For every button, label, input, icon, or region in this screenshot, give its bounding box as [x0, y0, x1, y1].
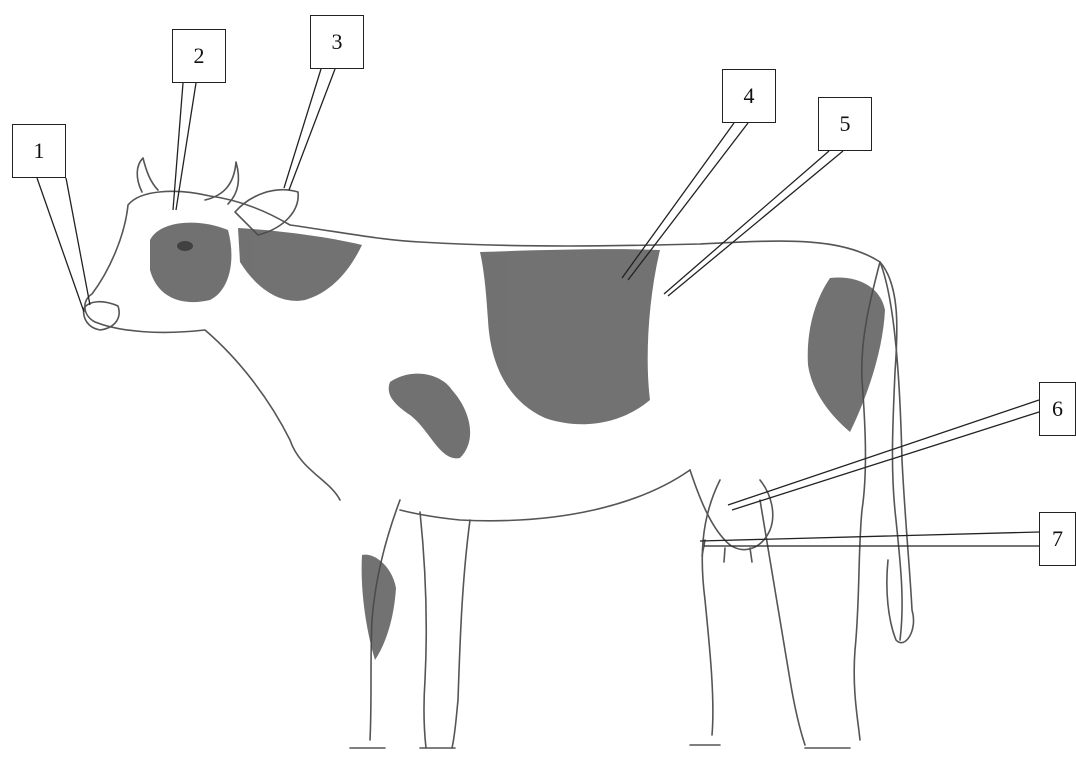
muzzle — [84, 302, 119, 330]
label-number: 4 — [744, 83, 755, 109]
label-box-7: 7 — [1039, 512, 1076, 566]
label-box-1: 1 — [12, 124, 66, 178]
leader-line-1 — [37, 178, 90, 312]
leader-line-7 — [700, 532, 1039, 546]
leader-line-3 — [284, 69, 335, 190]
horn-left — [137, 158, 158, 192]
patch-leg — [362, 555, 396, 660]
leader-line-5 — [664, 151, 843, 296]
label-box-6: 6 — [1039, 382, 1076, 436]
label-box-3: 3 — [310, 15, 364, 69]
leader-line-6 — [728, 400, 1039, 510]
udder — [690, 470, 773, 550]
label-box-2: 2 — [172, 29, 226, 83]
label-number: 2 — [194, 43, 205, 69]
patch-face — [150, 223, 231, 303]
label-number: 6 — [1052, 396, 1063, 422]
label-box-4: 4 — [722, 69, 776, 123]
patch-shoulder — [389, 374, 470, 459]
patch-hip — [808, 277, 885, 432]
label-number: 5 — [840, 111, 851, 137]
label-number: 1 — [34, 138, 45, 164]
label-number: 7 — [1052, 526, 1063, 552]
patch-back — [480, 249, 660, 424]
label-number: 3 — [332, 29, 343, 55]
patch-neck — [238, 228, 362, 301]
label-box-5: 5 — [818, 97, 872, 151]
